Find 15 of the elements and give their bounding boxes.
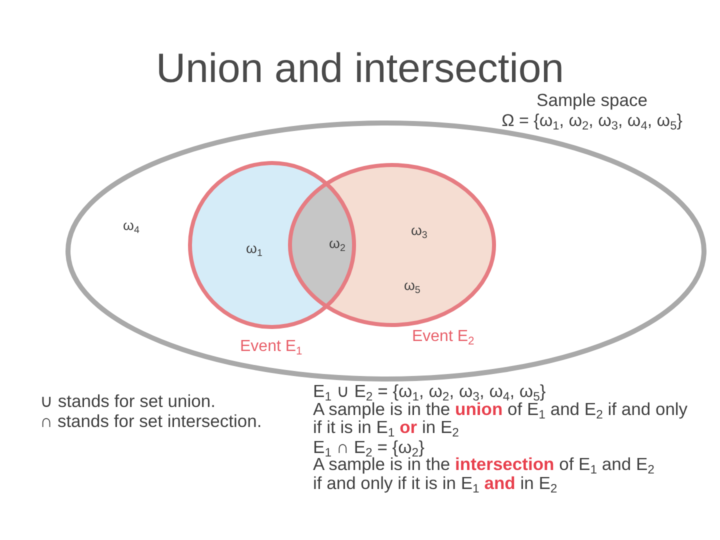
- definition-text: A sample is in the union of E$_{1}$ and E$_{2}$ if and only if it is in E$_{1}$ or in E$_{2}$: [313, 400, 689, 436]
- notation-note: ∩ stands for set intersection.: [40, 411, 262, 432]
- slide-title: Union and intersection: [155, 44, 565, 93]
- event-label: Event E$_{1}$: [240, 337, 302, 356]
- element-label: ω$_{5}$: [404, 277, 420, 294]
- element-label: ω$_{2}$: [329, 235, 346, 252]
- element-label: ω$_{4}$: [123, 217, 140, 234]
- element-label: ω$_{3}$: [410, 222, 428, 239]
- element-label: ω$_{1}$: [246, 240, 262, 257]
- event-label: Event E$_{2}$: [412, 327, 474, 346]
- set-notation: Ω = {ω$_{1}$, ω$_{2}$, ω$_{3}$, ω$_{4}$, ω$_{5}$}: [500, 111, 684, 132]
- set-equation: E$_{1}$ ∩ E$_{2}$ = {ω$_{2}$}: [313, 436, 424, 458]
- set-equation: E$_{1}$ ∪ E$_{2}$ = {ω$_{1}$, ω$_{2}$, ω$_{3}$, ω$_{4}$, ω$_{5}$}: [313, 381, 546, 402]
- sample-space-heading: Sample space: [536, 90, 648, 111]
- notation-note: ∪ stands for set union.: [40, 391, 216, 412]
